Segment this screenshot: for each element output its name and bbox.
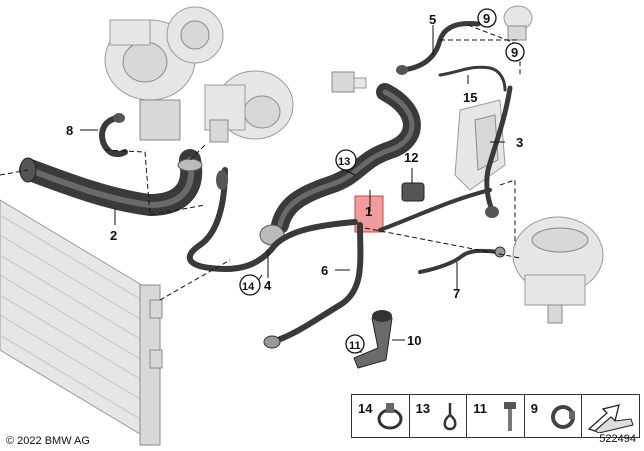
callout-9-mid: 9 <box>511 45 518 60</box>
valve <box>503 5 533 41</box>
callout-14: 14 <box>242 281 255 293</box>
callout-13: 13 <box>338 156 350 168</box>
callout-15: 15 <box>463 90 477 105</box>
callout-4: 4 <box>264 278 272 293</box>
sensor <box>331 71 367 93</box>
legend-label: 11 <box>473 401 487 416</box>
hose-clamp-icon <box>377 403 403 430</box>
copyright: © 2022 BMW AG <box>6 435 90 447</box>
hose-2 <box>19 149 203 216</box>
callout-7: 7 <box>453 286 460 301</box>
legend-cell-9: 9 <box>525 395 583 437</box>
legend-label: 14 <box>358 401 373 416</box>
callout-11: 11 <box>349 340 361 352</box>
hose-7 <box>418 246 506 274</box>
legend-label: 13 <box>415 401 431 416</box>
legend-label: 9 <box>530 401 539 416</box>
hose-15 <box>438 65 507 92</box>
callout-5: 5 <box>429 12 436 27</box>
spring-clip-icon <box>443 403 457 431</box>
hose-8 <box>99 113 128 158</box>
callout-1: 1 <box>365 204 372 219</box>
callout-2: 2 <box>110 228 117 243</box>
turbocharger <box>104 6 224 141</box>
diagram-number: 522494 <box>599 433 636 445</box>
legend-cell-11: 11 <box>467 395 525 437</box>
legend-cell-14: 14 <box>352 395 410 437</box>
hose-mount <box>401 182 425 202</box>
bracket <box>353 310 393 369</box>
radiator <box>0 199 163 446</box>
hose-5 <box>396 20 481 75</box>
bolt-icon <box>503 402 516 431</box>
callout-8: 8 <box>66 123 73 138</box>
legend-cell-13: 13 <box>410 395 468 437</box>
callout-6: 6 <box>321 263 328 278</box>
callout-12: 12 <box>404 150 418 165</box>
expansion-tank <box>512 216 604 324</box>
fastener-legend: 14 13 11 9 <box>351 394 640 438</box>
callout-10: 10 <box>407 333 421 348</box>
hose-6 <box>263 188 492 349</box>
assembly-lines <box>0 24 521 301</box>
legend-cell-arrow <box>582 395 639 437</box>
callout-9-top: 9 <box>483 11 490 26</box>
band-clamp-icon <box>551 405 576 429</box>
direction-arrow-icon <box>587 404 634 433</box>
hose-3 <box>484 85 513 218</box>
coolant-pump-housing <box>204 70 294 143</box>
callout-3: 3 <box>516 135 523 150</box>
hose-4 <box>186 167 358 273</box>
